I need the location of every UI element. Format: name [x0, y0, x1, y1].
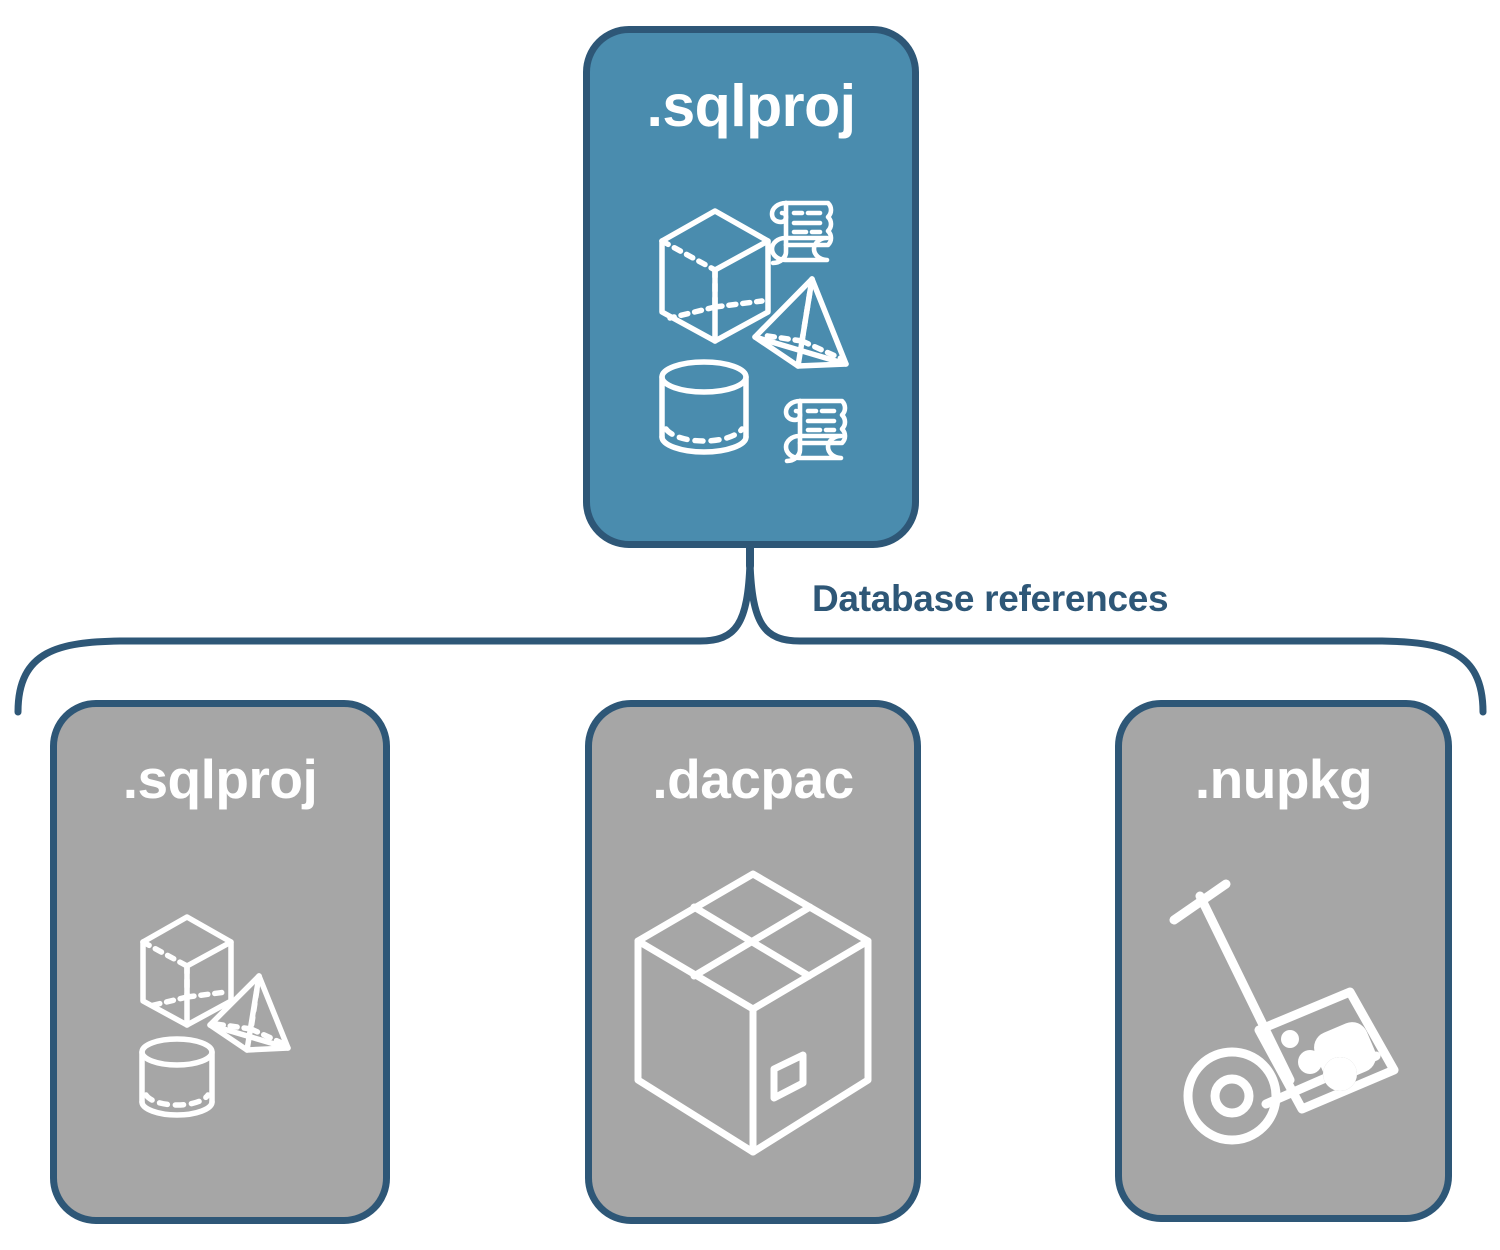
node-child-dacpac-label: .dacpac: [652, 748, 854, 810]
node-root-sqlproj-label: .sqlproj: [646, 73, 856, 139]
brace-left-path: [14, 558, 754, 716]
nuget-package-icon: [1254, 987, 1398, 1114]
node-root-sqlproj[interactable]: .sqlproj: [583, 26, 919, 548]
hand-truck-icon: [1169, 879, 1380, 1145]
pyramid-icon: [207, 973, 291, 1053]
cube-icon: [140, 914, 234, 1028]
nuget-logo-shape: [1280, 1022, 1376, 1091]
brace-label: Database references: [812, 578, 1169, 619]
node-child-sqlproj[interactable]: .sqlproj: [50, 700, 390, 1224]
brace-right-path: [746, 558, 1487, 716]
node-child-dacpac-icons: [592, 807, 914, 1217]
pyramid-icon: [752, 275, 849, 369]
package-box-icon: [634, 870, 872, 1156]
scroll-icon: [783, 398, 848, 463]
scroll-icon: [769, 200, 834, 265]
node-root-sqlproj-icons: [590, 136, 912, 541]
cylinder-icon: [659, 358, 749, 455]
node-child-nupkg-label: .nupkg: [1194, 748, 1373, 810]
node-child-sqlproj-icons: [57, 807, 383, 1217]
node-child-nupkg[interactable]: .nupkg: [1115, 700, 1452, 1222]
node-child-sqlproj-label: .sqlproj: [122, 748, 318, 810]
node-child-dacpac[interactable]: .dacpac: [585, 700, 921, 1224]
node-child-nupkg-icons: [1122, 807, 1445, 1215]
cube-icon: [659, 207, 771, 344]
cylinder-icon: [139, 1036, 215, 1118]
